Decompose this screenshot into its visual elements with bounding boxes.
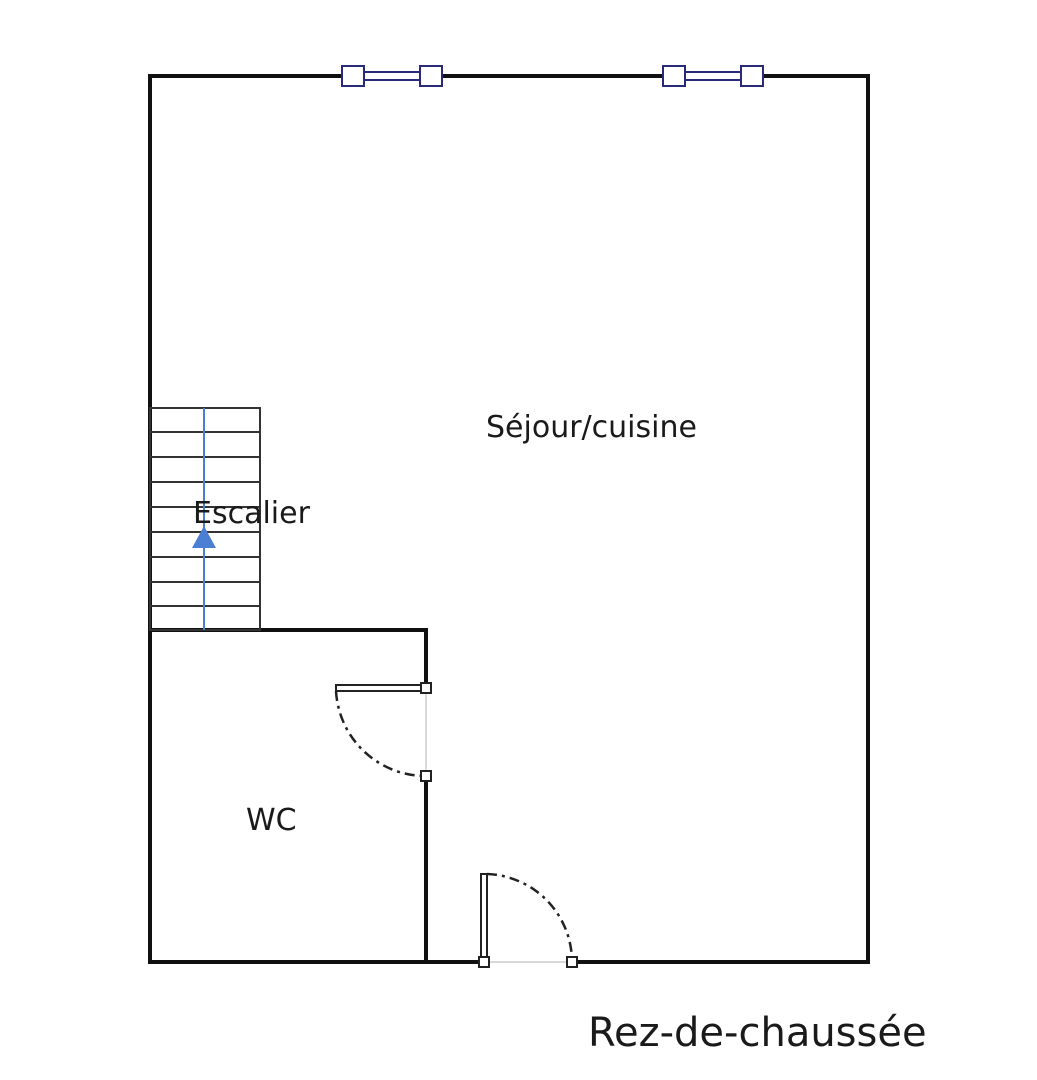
room-label-sejour: Séjour/cuisine bbox=[486, 410, 697, 445]
wc-door bbox=[334, 682, 432, 782]
room-label-wc: WC bbox=[246, 803, 297, 838]
wc-door-leaf bbox=[335, 684, 427, 692]
window-left-post-1 bbox=[341, 65, 365, 87]
entrance-door bbox=[478, 872, 578, 968]
window-right-post-2 bbox=[740, 65, 764, 87]
entrance-door-hinge-left bbox=[478, 956, 490, 968]
window-left bbox=[341, 65, 443, 87]
room-label-escalier: Escalier bbox=[193, 496, 311, 531]
stair-arrow-icon bbox=[192, 526, 216, 548]
entrance-door-leaf bbox=[480, 873, 488, 963]
window-left-post-2 bbox=[419, 65, 443, 87]
window-right-post-1 bbox=[662, 65, 686, 87]
floor-plan: Séjour/cuisine Escalier WC bbox=[148, 65, 870, 968]
entrance-door-hinge-right bbox=[566, 956, 578, 968]
wc-door-swing bbox=[334, 690, 427, 778]
floor-title: Rez-de-chaussée bbox=[588, 1010, 927, 1056]
wc-door-hinge-bottom bbox=[420, 770, 432, 782]
entrance-door-swing bbox=[486, 872, 574, 963]
wc-walls bbox=[148, 628, 428, 964]
window-right bbox=[662, 65, 764, 87]
wc-door-hinge-top bbox=[420, 682, 432, 694]
